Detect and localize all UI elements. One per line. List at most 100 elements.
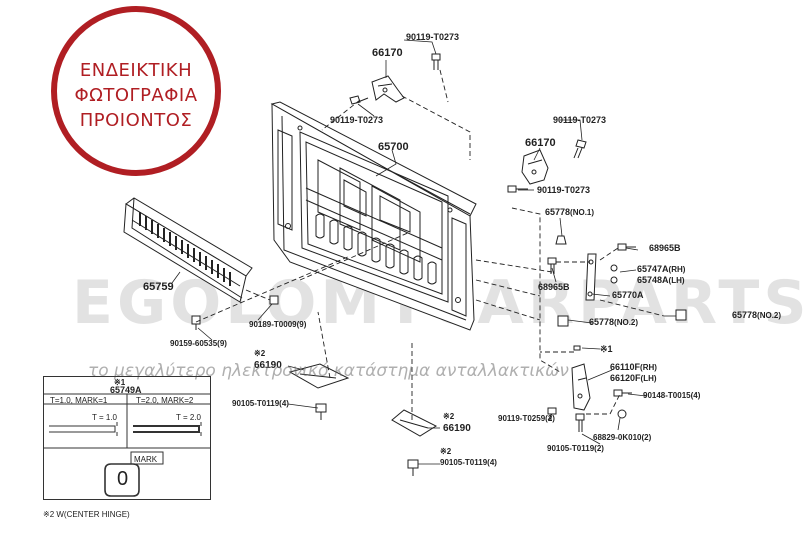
inset-col1: T=1.0, MARK=1 xyxy=(50,396,108,405)
label-90159-60535-number: 90159-60535 xyxy=(170,339,218,348)
label-90148-t0015: 90148-T0015(4) xyxy=(643,392,700,400)
washer-65747a xyxy=(610,264,618,284)
label-65747a-number: 65747A xyxy=(637,264,669,274)
cable-65747a xyxy=(585,253,597,301)
hinge-66190-b xyxy=(391,409,438,437)
label-66190-b: 66190 xyxy=(443,423,471,434)
label-68965b-a: 68965B xyxy=(649,243,681,253)
hinge-right xyxy=(521,149,549,185)
label-66170-right: 66170 xyxy=(525,137,556,149)
bolt-90119-top-b xyxy=(349,95,369,105)
label-66170-top: 66170 xyxy=(372,47,403,59)
washer-68829 xyxy=(617,409,627,419)
label-66120f-number: 66120F xyxy=(610,373,641,383)
label-65770a: 65770A xyxy=(612,290,644,300)
label-90119-t0273-c: 90119-T0273 xyxy=(553,115,607,125)
label-mark2-c: ※2 xyxy=(440,447,452,456)
bolt-90105-right xyxy=(575,413,585,432)
bolt-90105-a xyxy=(315,403,327,420)
label-90189-t0009-suffix: (9) xyxy=(296,320,307,329)
label-65700: 65700 xyxy=(378,141,409,153)
label-68829-0k010-number: 68829-0K010 xyxy=(593,433,642,442)
inset-part: 65749A xyxy=(110,385,142,395)
label-90159-60535-suffix: (9) xyxy=(217,339,227,348)
label-90105-t0119-a-suffix: (4) xyxy=(279,399,289,408)
label-90119-t0259: 90119-T0259(2) xyxy=(498,415,555,423)
label-65778-r-number: 65778 xyxy=(589,317,615,327)
label-90159-60535: 90159-60535(9) xyxy=(170,340,227,348)
leader-lines xyxy=(171,39,676,465)
label-90148-t0015-number: 90148-T0015 xyxy=(643,391,691,400)
label-90105-t0119-a: 90105-T0119(4) xyxy=(232,400,289,408)
inset-mark-tag: MARK xyxy=(134,455,158,464)
label-65748a: 65748A(LH) xyxy=(637,276,685,285)
label-90119-t0273-a: 90119-T0273 xyxy=(406,32,460,42)
label-90105-t0119-a-number: 90105-T0119 xyxy=(232,399,280,408)
label-90105-t0119-r-number: 90105-T0119 xyxy=(547,444,595,453)
label-mark2-a: ※2 xyxy=(254,349,266,358)
bolt-90119-right-b xyxy=(507,185,528,193)
label-65778-no1-suffix: (NO.1) xyxy=(570,208,595,217)
label-90119-t0259-number: 90119-T0259 xyxy=(498,414,546,423)
label-90189-t0009-number: 90189-T0009 xyxy=(249,320,297,329)
label-90105-t0119-r: 90105-T0119(2) xyxy=(547,445,604,453)
inset-t2: T = 2.0 xyxy=(176,413,201,422)
label-65778-no1: 65778(NO.1) xyxy=(545,208,594,217)
label-66120f-suffix: (LH) xyxy=(640,374,657,383)
label-90105-t0119-b: 90105-T0119(4) xyxy=(440,459,497,467)
label-66110f-number: 66110F xyxy=(610,362,641,372)
label-65747a: 65747A(RH) xyxy=(637,265,685,274)
label-68829-0k010: 68829-0K010(2) xyxy=(593,434,651,442)
label-65747a-suffix: (RH) xyxy=(668,265,686,274)
label-65778-no1-number: 65778 xyxy=(545,207,571,217)
label-90148-t0015-suffix: (4) xyxy=(690,391,701,400)
label-90119-t0273-b: 90119-T0273 xyxy=(330,115,384,125)
stamp-line-2: ΦΩΤΟΓΡΑΦΙΑ xyxy=(74,85,198,106)
bolt-90159 xyxy=(191,315,201,330)
label-90119-t0259-suffix: (2) xyxy=(545,414,555,423)
label-90105-t0119-b-number: 90105-T0119 xyxy=(440,458,488,467)
bolt-90119-top-a xyxy=(431,53,441,70)
assembly-lines xyxy=(195,69,665,420)
bolt-90105-b xyxy=(407,459,419,476)
label-65778-r: 65778(NO.2) xyxy=(589,318,638,327)
inset-mark: ※1 xyxy=(114,378,126,387)
label-65748a-suffix: (LH) xyxy=(668,276,685,285)
shim-inset-box: ※1 65749A T=1.0, MARK=1 T=2.0, MARK=2 T … xyxy=(43,376,211,500)
label-90105-t0119-r-suffix: (2) xyxy=(594,444,604,453)
bolt-68965b-a xyxy=(617,243,636,251)
hinge-top xyxy=(371,75,405,103)
label-65778-no2-suffix: (NO.2) xyxy=(757,311,782,320)
label-90105-t0119-b-suffix: (4) xyxy=(487,458,497,467)
label-90189-t0009: 90189-T0009(9) xyxy=(249,321,306,329)
bolt-68965b-b xyxy=(547,257,557,274)
label-mark2-b: ※2 xyxy=(443,412,455,421)
label-65778-r-suffix: (NO.2) xyxy=(614,318,639,327)
footnote: ※2 W(CENTER HINGE) xyxy=(43,510,130,519)
mark1-clip xyxy=(573,345,581,351)
grille-panel xyxy=(123,197,253,303)
label-68965b-b: 68965B xyxy=(538,282,570,292)
bolt-90148 xyxy=(613,389,632,397)
hinge-66110f xyxy=(571,363,591,411)
label-66120f: 66120F(LH) xyxy=(610,374,657,383)
bolt-90189 xyxy=(269,295,279,305)
label-68829-0k010-suffix: (2) xyxy=(641,433,652,442)
label-65759: 65759 xyxy=(143,281,174,293)
stopper-65778-no1 xyxy=(555,235,567,245)
label-90119-t0273-d: 90119-T0273 xyxy=(537,185,591,195)
stopper-65778-no2-a xyxy=(557,315,569,327)
stopper-65778-no2-b xyxy=(675,309,687,321)
stamp-line-3: ΠΡΟΙΟΝΤΟΣ xyxy=(79,110,193,131)
label-65778-no2: 65778(NO.2) xyxy=(732,311,781,320)
label-65778-no2-number: 65778 xyxy=(732,310,758,320)
indicative-photo-stamp: ΕΝΔΕΙΚΤΙΚΗ ΦΩΤΟΓΡΑΦΙΑ ΠΡΟΙΟΝΤΟΣ xyxy=(51,6,221,176)
tailgate-panel xyxy=(270,101,477,331)
inset-col2: T=2.0, MARK=2 xyxy=(136,396,194,405)
label-65748a-number: 65748A xyxy=(637,275,669,285)
label-66110f: 66110F(RH) xyxy=(610,363,657,372)
label-66190-a: 66190 xyxy=(254,360,282,371)
label-mark1: ※1 xyxy=(600,344,613,354)
